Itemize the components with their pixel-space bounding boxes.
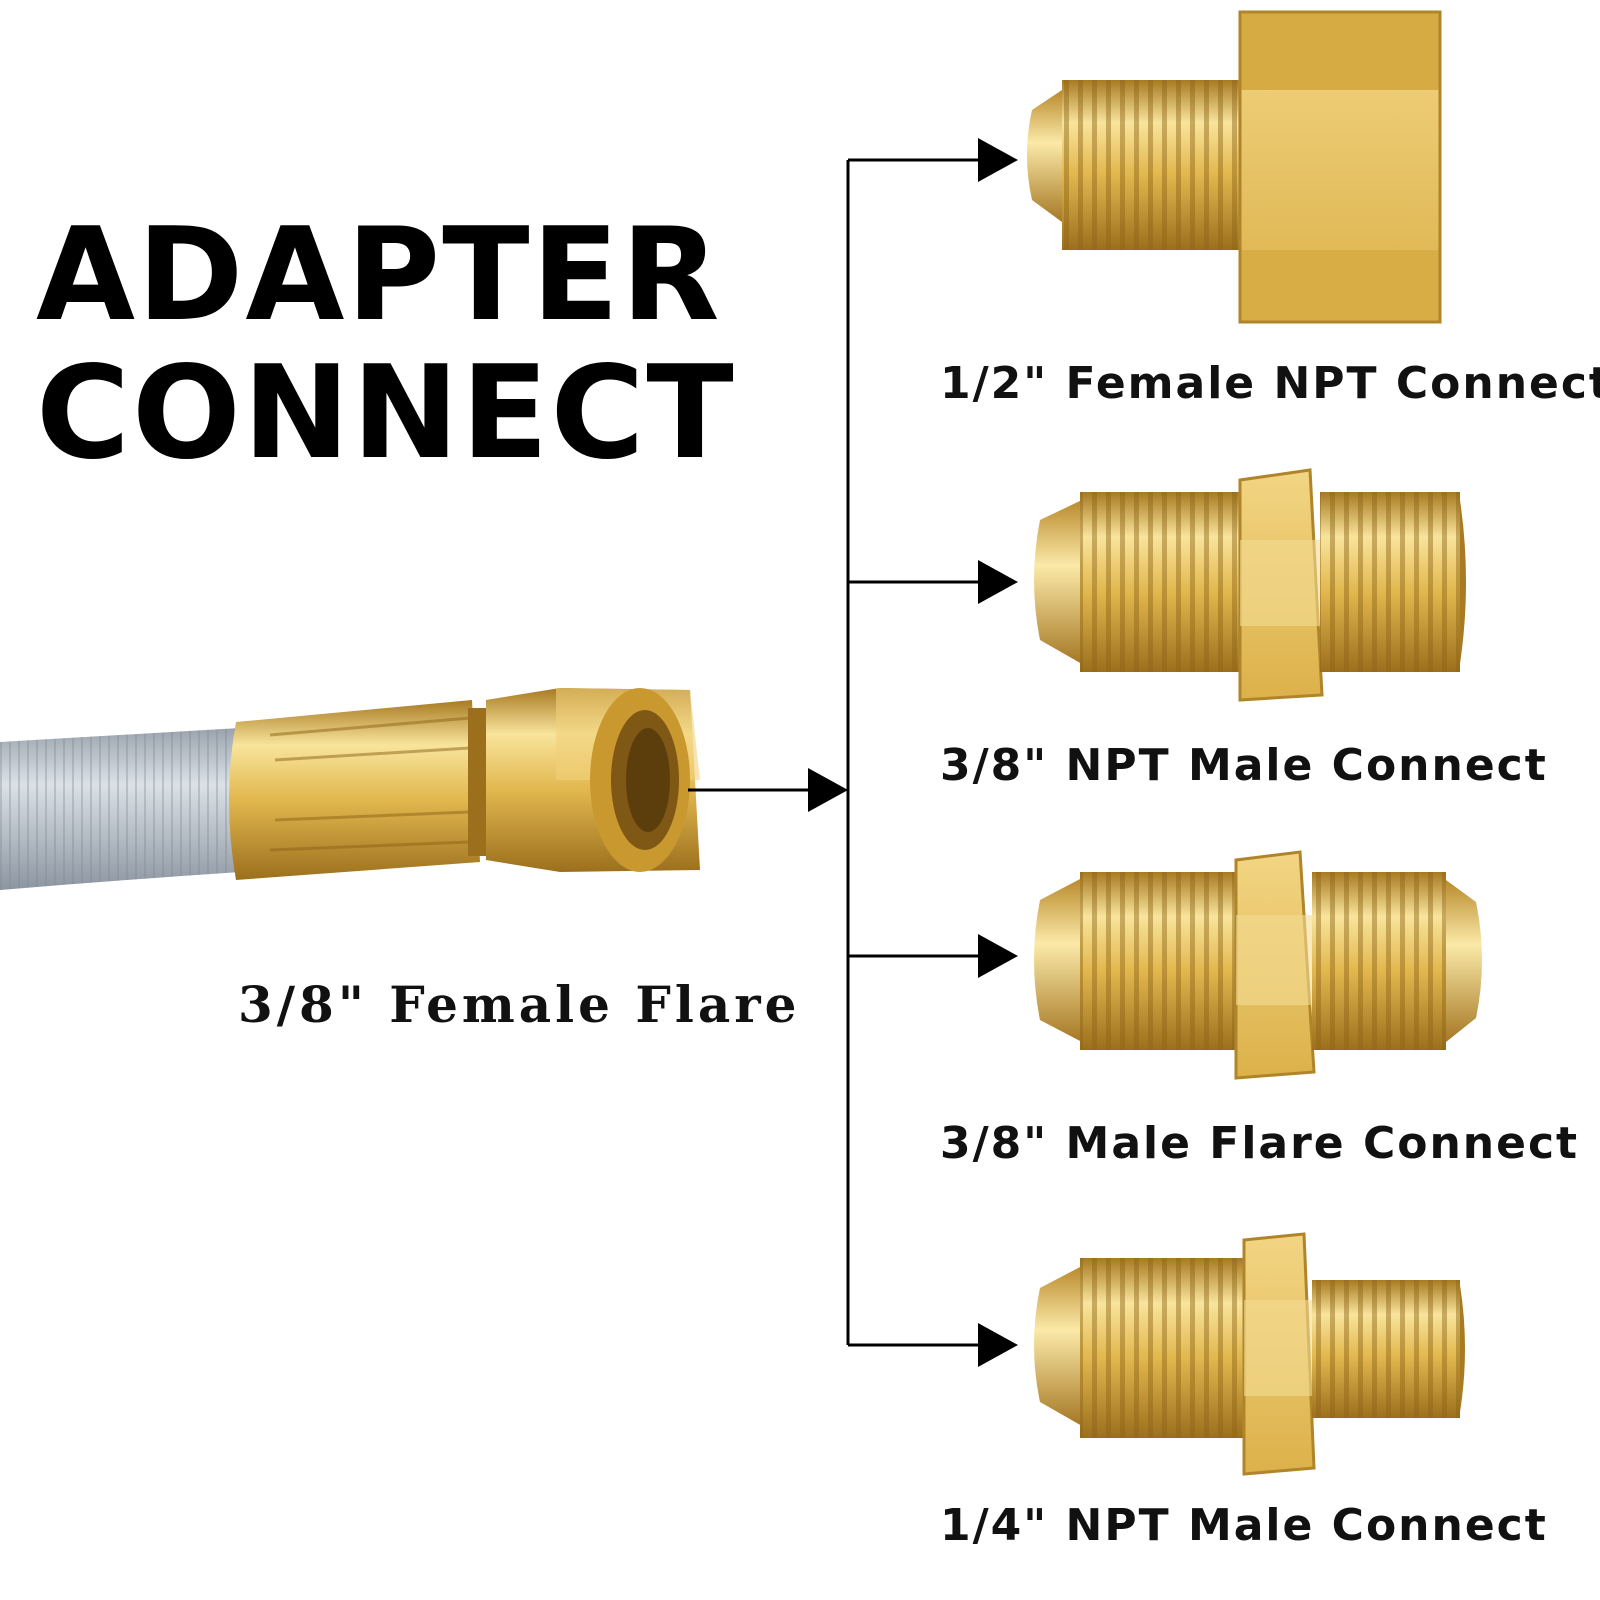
hose-with-female-flare-fitting-icon (0, 688, 700, 890)
connector-arrowheads (808, 138, 1018, 1367)
male-flare-union-icon (1034, 850, 1482, 1080)
quarter-npt-male-adapter-icon (1034, 1232, 1465, 1476)
output-label-1: 1/2" Female NPT Connect (940, 358, 1600, 409)
female-npt-adapter-icon (1027, 10, 1442, 324)
connector-lines (688, 158, 980, 1347)
npt-male-adapter-icon (1034, 468, 1466, 702)
output-label-3: 3/8" Male Flare Connect (940, 1118, 1580, 1169)
source-label: 3/8" Female Flare (238, 975, 801, 1034)
output-label-4: 1/4" NPT Male Connect (940, 1500, 1548, 1551)
title-line-2: CONNECT (36, 339, 736, 488)
output-label-2: 3/8" NPT Male Connect (940, 740, 1548, 791)
title-line-1: ADAPTER (36, 201, 722, 350)
